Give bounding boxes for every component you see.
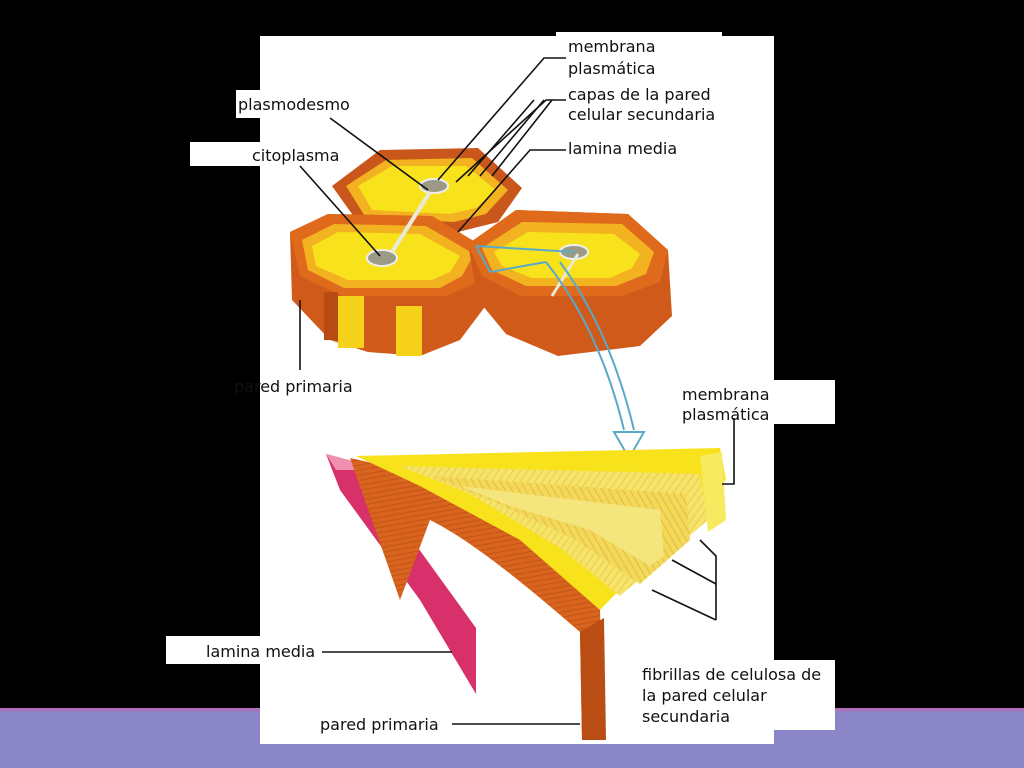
label-lamina-media-bottom: lamina media (206, 642, 316, 661)
leader-lines (299, 57, 735, 725)
label-membrana-plasmatica-bottom-line2: plasmática (682, 405, 770, 424)
cell-left (290, 190, 492, 356)
label-fibrillas-line1: fibrillas de celulosa de (642, 665, 822, 684)
cell-right (468, 210, 672, 356)
label-box-fibrillas (635, 660, 835, 730)
label-box-plasmodesmo (236, 90, 364, 118)
label-capas-line1: capas de la pared (568, 85, 711, 104)
label-box-lamina-bottom (166, 636, 330, 664)
label-membrana-plasmatica-top-line1: membrana (568, 37, 656, 56)
label-box-membrana-bottom (673, 380, 835, 424)
label-membrana-plasmatica-bottom-line1: membrana (682, 385, 770, 404)
label-capas-line2: celular secundaria (568, 105, 716, 124)
zoom-arrow (475, 245, 646, 461)
label-fibrillas-line2: la pared celular (642, 686, 767, 705)
label-lamina-media-top: lamina media (568, 139, 678, 158)
label-pared-primaria-top: pared primaria (234, 377, 353, 396)
label-membrana-plasmatica-top-line2: plasmática (568, 59, 656, 78)
label-box-citoplasma (190, 142, 350, 166)
label-box-top-right (556, 32, 722, 130)
wall-section (326, 448, 726, 740)
label-pared-primaria-bottom: pared primaria (320, 715, 439, 734)
label-plasmodesmo: plasmodesmo (238, 95, 350, 114)
label-box-lamina-top (556, 134, 686, 162)
label-fibrillas-line3: secundaria (642, 707, 731, 726)
label-citoplasma: citoplasma (252, 146, 340, 165)
